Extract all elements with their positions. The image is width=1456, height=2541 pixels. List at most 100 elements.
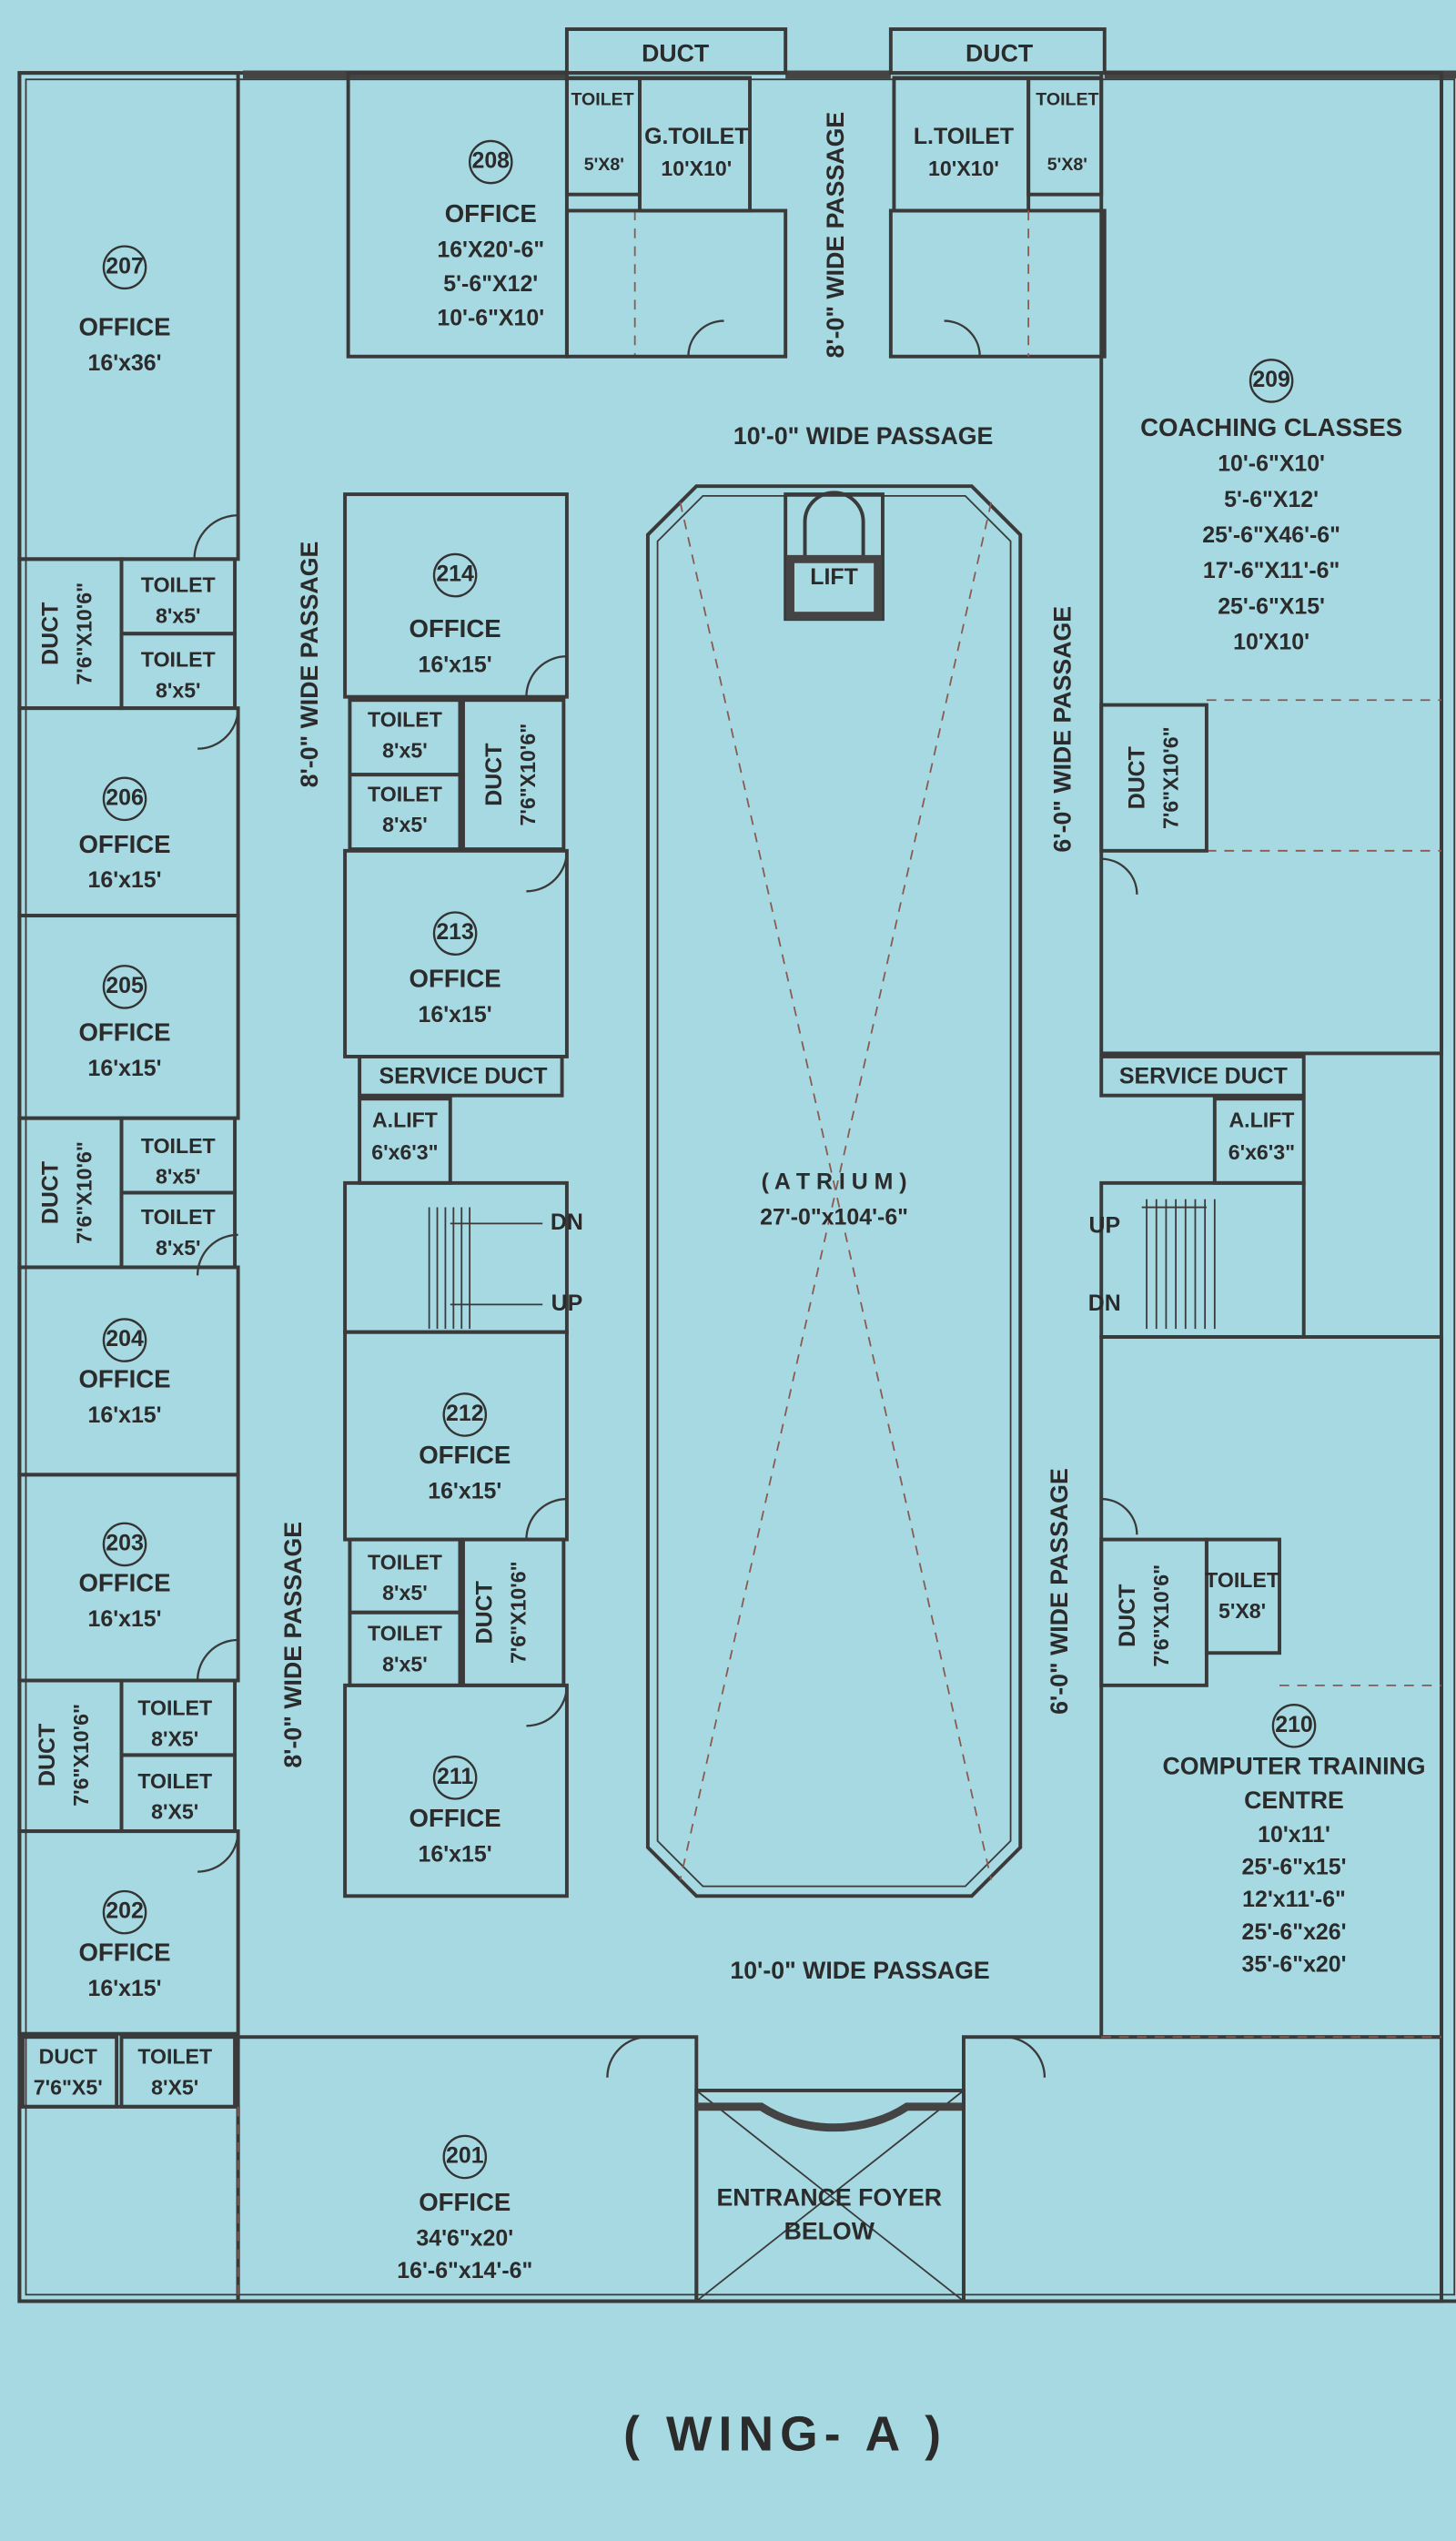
room-number-circle — [442, 2134, 488, 2180]
toilet-label: TOILET — [368, 782, 442, 805]
room-dimensions: 16'x15' — [419, 1841, 492, 1867]
room-dimensions: 10'X10' — [1233, 629, 1309, 654]
room-number-circle — [468, 139, 513, 185]
labels: 207OFFICE16'x36'206OFFICE16'x15'205OFFIC… — [34, 40, 1426, 2283]
duct-label: DUCT — [38, 1161, 64, 1224]
room-name: OFFICE — [78, 1569, 170, 1597]
room-number-202: 202 — [106, 1898, 144, 1924]
room-dimensions: 16'x15' — [428, 1479, 501, 1504]
toilet-dimensions: 10'X10' — [928, 157, 999, 180]
room-name: OFFICE — [410, 614, 501, 643]
toilet-dimensions: 8'x5' — [156, 604, 201, 628]
room-dimensions: 16'-6"x14'-6" — [397, 2258, 532, 2283]
room-number-214: 214 — [436, 562, 474, 587]
room-name: OFFICE — [410, 965, 501, 993]
room-number-circle — [102, 1522, 147, 1567]
stairs-down-label: DN — [1088, 1291, 1121, 1316]
room-number-204: 204 — [106, 1326, 144, 1351]
room-number-201: 201 — [446, 2143, 484, 2169]
toilet-dimensions: 5'X8' — [1047, 155, 1087, 175]
room-dimensions: 16'x15' — [87, 1056, 161, 1081]
toilet-dimensions: 8'X5' — [151, 1800, 198, 1824]
toilet-dimensions: 8'x5' — [382, 1581, 428, 1605]
room-name: OFFICE — [419, 2188, 511, 2216]
g-toilet-label: G.TOILET — [644, 124, 748, 149]
room-dimensions: 12'x11'-6" — [1242, 1887, 1346, 1912]
room-name: COMPUTER TRAINING — [1163, 1753, 1426, 1780]
service-duct-label: SERVICE DUCT — [379, 1064, 548, 1089]
passage-label: 10'-0" WIDE PASSAGE — [733, 422, 993, 450]
room-dimensions: 16'x15' — [87, 1976, 161, 2001]
room-name: OFFICE — [78, 1017, 170, 1046]
room-dimensions: 17'-6"X11'-6" — [1203, 558, 1340, 583]
room-number-circle — [432, 1756, 478, 1800]
room-number-circle — [1249, 359, 1294, 403]
duct-label: DUCT — [39, 2044, 97, 2068]
room-dimensions: 5'-6"X12' — [443, 271, 538, 297]
duct-label: DUCT — [1115, 1584, 1140, 1647]
toilet-label: TOILET — [137, 1769, 212, 1793]
a-lift-dimensions: 6'x6'3" — [371, 1140, 438, 1164]
l-toilet-label: L.TOILET — [914, 124, 1014, 149]
room-number-208: 208 — [471, 148, 510, 174]
room-number-circle — [102, 776, 147, 822]
stairs-left — [428, 1207, 543, 1330]
walls — [17, 27, 1456, 2303]
room-dimensions: 34'6"x20' — [416, 2225, 513, 2251]
toilet-label: TOILET — [368, 1550, 442, 1574]
room-dimensions: 25'-6"x15' — [1242, 1855, 1347, 1880]
wing-title: ( WING- A ) — [623, 2407, 947, 2461]
room-dimensions: 10'x11' — [1258, 1822, 1330, 1848]
room-name: OFFICE — [419, 1441, 511, 1469]
room-number-circle — [102, 1318, 147, 1362]
passage-label: 8'-0" WIDE PASSAGE — [822, 112, 849, 359]
atrium-dimensions: 27'-0"x104'-6" — [760, 1205, 908, 1230]
toilet-label: TOILET — [141, 573, 216, 597]
room-number-circle — [102, 965, 147, 1009]
duct-dimensions: 7'6"X10'6" — [69, 1704, 93, 1807]
passage-label: 8'-0" WIDE PASSAGE — [279, 1522, 307, 1768]
toilet-label: TOILET — [368, 707, 442, 731]
toilet-dimensions: 5'X8' — [1218, 1599, 1266, 1623]
entrance-foyer-label: ENTRANCE FOYER — [716, 2183, 942, 2211]
a-lift-dimensions: 6'x6'3" — [1228, 1140, 1295, 1164]
room-name: COACHING CLASSES — [1140, 413, 1402, 441]
toilet-label: TOILET — [1036, 90, 1098, 110]
toilet-dimensions: 8'x5' — [156, 678, 201, 702]
entrance-foyer-label: BELOW — [784, 2218, 875, 2245]
room-dimensions: 16'X20'-6" — [437, 238, 544, 263]
room-number-205: 205 — [106, 973, 144, 998]
room-number-circle — [102, 1889, 147, 1935]
room-name: CENTRE — [1244, 1787, 1344, 1814]
room-dimensions: 10'-6"X10' — [437, 305, 544, 330]
toilet-dimensions: 8'x5' — [382, 813, 428, 836]
duct-dimensions: 7'6"X10'6" — [72, 582, 96, 685]
room-number-206: 206 — [106, 785, 144, 810]
toilet-dimensions: 8'X5' — [151, 1726, 198, 1750]
room-number-203: 203 — [106, 1530, 144, 1555]
duct-label: DUCT — [481, 744, 507, 806]
room-name: OFFICE — [78, 1364, 170, 1392]
room-dimensions: 10'-6"X10' — [1218, 451, 1325, 477]
toilet-dimensions: 8'x5' — [382, 1653, 428, 1676]
room-dimensions: 35'-6"x20' — [1242, 1951, 1347, 1977]
toilet-dimensions: 8'X5' — [151, 2075, 198, 2099]
room-dimensions: 16'x15' — [87, 1402, 161, 1428]
room-dimensions: 5'-6"X12' — [1224, 487, 1319, 512]
passage-label: 6'-0" WIDE PASSAGE — [1046, 1468, 1073, 1715]
a-lift-label: A.LIFT — [1228, 1108, 1294, 1131]
a-lift-label: A.LIFT — [372, 1108, 438, 1131]
passage-label: 8'-0" WIDE PASSAGE — [296, 542, 323, 788]
stairs-right — [1141, 1199, 1216, 1330]
stairs-up-label: UP — [551, 1291, 583, 1316]
toilet-label: TOILET — [1205, 1568, 1279, 1592]
room-dimensions: 16'x36' — [87, 350, 161, 376]
lift-label: LIFT — [810, 564, 858, 590]
room-dimensions: 25'-6"X15' — [1218, 593, 1325, 619]
room-number-210: 210 — [1275, 1712, 1313, 1737]
duct-label: DUCT — [35, 1724, 60, 1787]
duct-label: DUCT — [966, 40, 1034, 67]
room-name: OFFICE — [410, 1804, 501, 1832]
toilet-dimensions: 8'x5' — [156, 1236, 201, 1260]
